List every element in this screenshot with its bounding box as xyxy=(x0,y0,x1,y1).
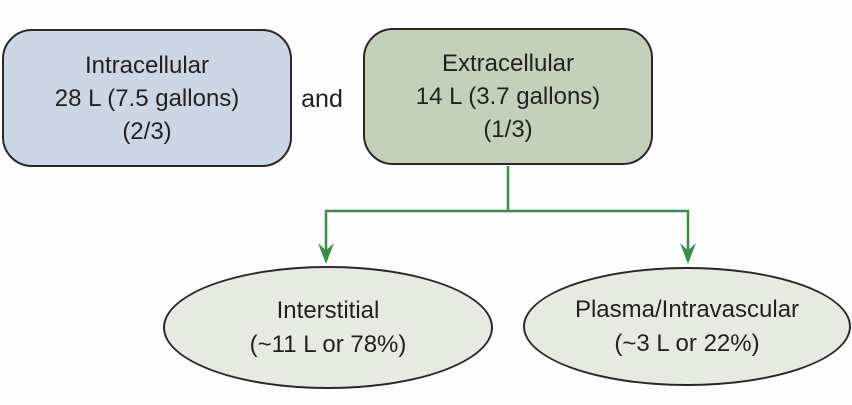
interstitial-volume: (~11 L or 78%) xyxy=(249,330,407,358)
right-arrowhead-icon xyxy=(680,243,696,264)
extracellular-title: Extracellular xyxy=(441,50,575,77)
intracellular-title: Intracellular xyxy=(84,51,210,79)
node-intracellular: Intracellular 28 L (7.5 gallons) (2/3) xyxy=(2,29,292,167)
intracellular-fraction: (2/3) xyxy=(122,117,172,145)
node-interstitial: Interstitial (~11 L or 78%) xyxy=(163,266,493,389)
intracellular-volume: 28 L (7.5 gallons) xyxy=(54,84,240,112)
extracellular-volume: 14 L (3.7 gallons) xyxy=(415,83,601,110)
node-plasma-intravascular: Plasma/Intravascular (~3 L or 22%) xyxy=(523,267,851,386)
interstitial-title: Interstitial xyxy=(276,296,380,324)
extracellular-fraction: (1/3) xyxy=(483,116,533,143)
plasma-volume: (~3 L or 22%) xyxy=(614,329,760,357)
left-arrowhead-icon xyxy=(318,243,334,264)
node-extracellular: Extracellular 14 L (3.7 gallons) (1/3) xyxy=(363,28,653,165)
plasma-title: Plasma/Intravascular xyxy=(574,295,800,323)
and-label: and xyxy=(301,85,343,113)
